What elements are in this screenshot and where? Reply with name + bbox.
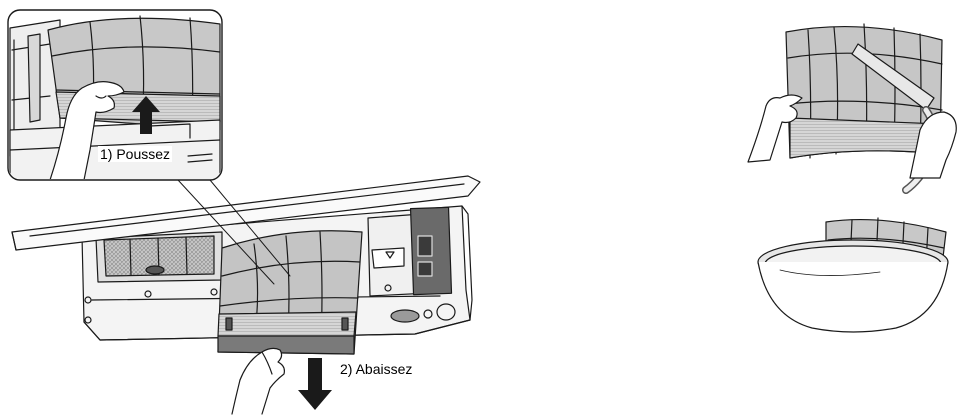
vacuum-cleaning-illustration [748, 24, 956, 190]
basin-icon [758, 218, 948, 332]
step2-label: 2) Abaissez [338, 361, 414, 377]
display-panel [391, 310, 419, 322]
main-air-filter [218, 231, 362, 354]
step1-label: 1) Poussez [98, 146, 172, 162]
hand-icon [232, 348, 284, 414]
arrow-down-icon [298, 358, 332, 410]
